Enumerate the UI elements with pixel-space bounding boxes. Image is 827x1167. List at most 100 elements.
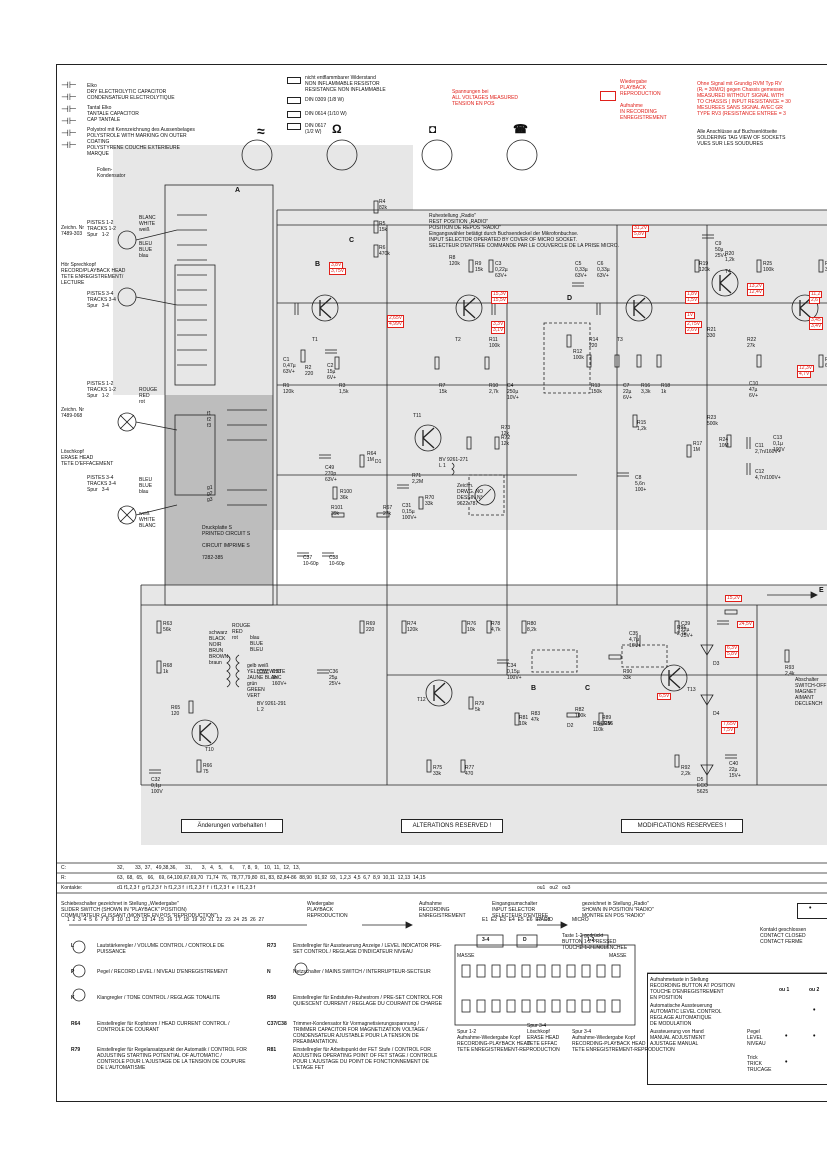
is-line: Eingangsumschalter — [492, 901, 538, 907]
switch-d: D — [523, 937, 527, 943]
control-key-r81: R81 — [267, 1047, 277, 1053]
head-line: PISTES 3-4 — [87, 475, 114, 481]
meter-line: DRWG. NO — [457, 489, 484, 495]
control-desc: Klangregler / TONE CONTROL / REGLAGE TON… — [97, 995, 221, 1001]
ou-table-row-label: Aussteuerung von Hand MANUAL ADJUSTMENT … — [650, 1029, 706, 1047]
measure-line: MESUREES SANS SIGNAL AVEC GR — [697, 105, 783, 111]
component-r100: R100 36k — [340, 489, 352, 501]
component-c6: C6 0,33µ 63V+ — [597, 261, 610, 279]
ou-table-header: ou 2 — [809, 987, 820, 993]
component-r6: R6 470k — [379, 245, 390, 257]
note-line: Spannungen bei — [452, 89, 489, 95]
component-t10: T10 — [205, 747, 214, 753]
component-t4: T4 — [725, 269, 731, 275]
wire: RED — [232, 629, 243, 635]
bn-line: Taste 1-2 gedrückt — [562, 933, 604, 939]
mode-line: PLAYBACK — [620, 85, 647, 91]
head-line: Löschkopf — [61, 449, 84, 455]
component-t2: T2 — [455, 337, 461, 343]
notice-en: ALTERATIONS RESERVED ! — [401, 819, 503, 833]
component-r14: R14 220 — [589, 337, 599, 349]
component-r26: R26 3,9k — [825, 261, 827, 273]
control-desc: Trimmer-Kondensator für Vormagnetisierun… — [293, 1021, 428, 1045]
component-r73: R73 12k — [501, 425, 511, 437]
legend-line: NON INFLAMMABLE RESISTOR — [305, 81, 380, 87]
legend-line: RESISTANCE NON INFLAMMABLE — [305, 87, 386, 93]
component-c32: C32 0,1µ 100V — [151, 777, 163, 795]
radio-label: RADIO — [537, 917, 553, 923]
wire: WHITE — [139, 221, 156, 227]
component-r1: R1 120k — [283, 383, 294, 395]
preamp-area — [273, 210, 827, 530]
component-r77: R77 470 — [465, 765, 475, 777]
head-label-3: PISTES 3-4 TRACKS 3-4 Spur 3-4 — [87, 291, 116, 309]
component-r3: R3 1,5k — [339, 383, 349, 395]
mode-line: Wiedergabe — [620, 79, 647, 85]
control-desc: Einstellregler für Kopfstrom / HEAD CURR… — [97, 1021, 230, 1033]
head-line: TETE ENREGISTREMENT/ — [61, 274, 124, 280]
component-r7: R7 15k — [439, 383, 448, 395]
m-line: RECORDING — [419, 907, 450, 913]
m-line: Wiedergabe — [307, 901, 334, 907]
voltage-reading: 5,8V — [725, 651, 740, 658]
component-c9: C9 50µ 25V+ — [715, 241, 727, 259]
component-c10: C10 47µ 6V+ — [749, 381, 759, 399]
component-r12: R12 100k — [573, 349, 584, 361]
control-desc: Einstellregler für Regelansatzpunkt der … — [97, 1047, 247, 1071]
component-r15: R15 1,2k — [637, 420, 647, 432]
speaker-icon: ◘ — [429, 122, 437, 136]
pcb-line: Druckplatte S — [202, 525, 233, 531]
component-r101: R101 39k — [331, 505, 343, 517]
component-c7: C7 22µ 6V+ — [623, 383, 633, 401]
pcb-line: 7282-385 — [202, 555, 224, 561]
component-c38: C38 10-60p — [329, 555, 345, 567]
component-t1: T1 — [312, 337, 318, 343]
drw-line: 7489-068 — [61, 413, 83, 419]
component-r91: R91 2,7k — [677, 625, 687, 637]
component-c2: C2 15µ 6V+ — [327, 363, 337, 381]
wire: BLANC — [139, 215, 156, 221]
wire: weiß — [139, 511, 150, 517]
component-r71: R71 2,2M — [412, 473, 424, 485]
component-t13: T13 — [687, 687, 696, 693]
head-line: TRACKS 1-2 — [87, 226, 116, 232]
ou-table-cell: • — [785, 1059, 788, 1066]
bottom-head-3: Spur 3-4 Aufnahme-Wiedergabe Kopf RECORD… — [572, 1029, 675, 1053]
head-line: TETE D'EFFACEMENT — [61, 461, 114, 467]
transformer-l1: BV 9261-271 L 1 — [439, 457, 468, 469]
drawing-number-1: Zeichn. Nr 7489-303 — [61, 225, 84, 237]
wire-color-4: BLEU BLUE blau — [139, 477, 152, 495]
point-c: C — [349, 237, 355, 244]
component-d4: D4 — [713, 711, 720, 717]
radio-line: SELECTEUR D'ENTREE COMMANDE PAR LE COUVE… — [429, 243, 620, 249]
component-r80: R80 8,2k — [527, 621, 537, 633]
component-r81: R81 10k — [519, 715, 529, 727]
pin: g1 — [207, 485, 213, 491]
component-c5: C5 0,33µ 63V+ — [575, 261, 588, 279]
legend-tantal: Tantal Elko TANTALE CAPACITOR CAP TANTAL… — [87, 105, 139, 123]
component-r18: R18 1k — [661, 383, 671, 395]
index-r-values: 63, 68, 65, 66, 69, 64,100,67,69,70 71,7… — [117, 875, 426, 881]
wire-color-2: BLEU BLUE blau — [139, 241, 152, 259]
component-r68: R68 1k — [163, 663, 173, 675]
sw-line: SWITCH-OFF — [795, 683, 827, 689]
control-desc: Einstellregler für Endstufen-Ruhestrom /… — [293, 995, 443, 1007]
head-line: RECORD/PLAYBACK HEAD — [61, 268, 126, 274]
voltage-reading: 1,5V — [685, 297, 700, 304]
wire: BLACK — [209, 636, 226, 642]
ac-symbol-icon: ≈ — [257, 123, 265, 139]
component-r63: R63 56k — [163, 621, 173, 633]
component-r17: R17 1M — [693, 441, 703, 453]
wire: BLANC — [139, 523, 156, 529]
component-r75: R75 33k — [433, 765, 443, 777]
component-r74: R74 120k — [407, 621, 418, 633]
voltage-reading: 1V — [685, 312, 696, 319]
voltage-reading: 15,2V — [725, 595, 743, 602]
measure-line: TO CHASSIS ( INPUT RESISTANCE = 30 — [697, 99, 791, 105]
bh-line: TETE ENREGISTREMENT-REPRODUCTION — [457, 1047, 560, 1053]
legend-line: CONDENSATEUR ELECTROLYTIQUE — [87, 95, 175, 101]
wire: rot — [139, 399, 145, 405]
component-c12: C12 4,7n/100V+ — [755, 469, 781, 481]
legend-line: Elko — [87, 83, 97, 89]
radio-line: POSITION DE REPOS "RADIO" — [429, 225, 501, 231]
